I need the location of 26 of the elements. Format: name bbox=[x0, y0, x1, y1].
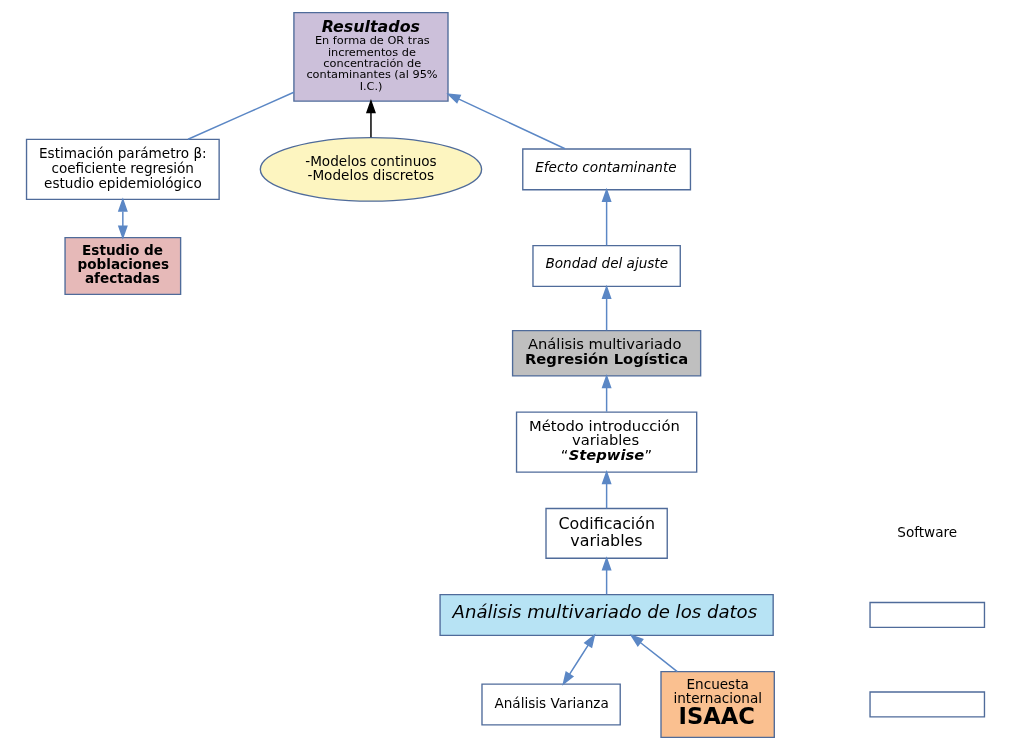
node-box: Método introducción variables “Stepwise” bbox=[515, 411, 698, 473]
node-box bbox=[869, 691, 986, 718]
node-box: Codificación variables bbox=[545, 507, 668, 559]
node-box: Encuesta internacional ISAAC bbox=[660, 670, 775, 738]
arrow bbox=[117, 197, 128, 240]
node-ellipse: -Modelos continuos -Modelos discretos bbox=[259, 136, 483, 202]
node-box: Análisis Varianza bbox=[481, 683, 621, 726]
node-box: Resultados En forma de OR tras incrementos de concentración de contaminantes (al 95% I.C.) bbox=[293, 12, 449, 102]
arrow bbox=[562, 633, 596, 686]
node-box: Análisis multivariado de los datos bbox=[439, 593, 774, 636]
node-box: Estudio de poblaciones afectadas bbox=[64, 237, 182, 295]
connector bbox=[187, 91, 295, 140]
node-box: Análisis multivariado Regresión Logística bbox=[511, 329, 702, 377]
node-box: Estimación parámetro β: coeficiente regresión estudio epidemiológico bbox=[25, 138, 220, 201]
arrow bbox=[601, 556, 612, 595]
node-box: Bondad del ajuste bbox=[532, 244, 681, 288]
label: Software bbox=[897, 523, 958, 540]
arrow bbox=[601, 374, 612, 413]
arrow bbox=[365, 98, 376, 138]
arrow bbox=[601, 187, 612, 247]
arrow bbox=[446, 93, 566, 150]
node-box bbox=[869, 601, 986, 629]
arrow bbox=[601, 284, 612, 331]
node-box: Efecto contaminante bbox=[522, 148, 692, 191]
arrow bbox=[601, 470, 612, 510]
arrow bbox=[629, 634, 678, 673]
